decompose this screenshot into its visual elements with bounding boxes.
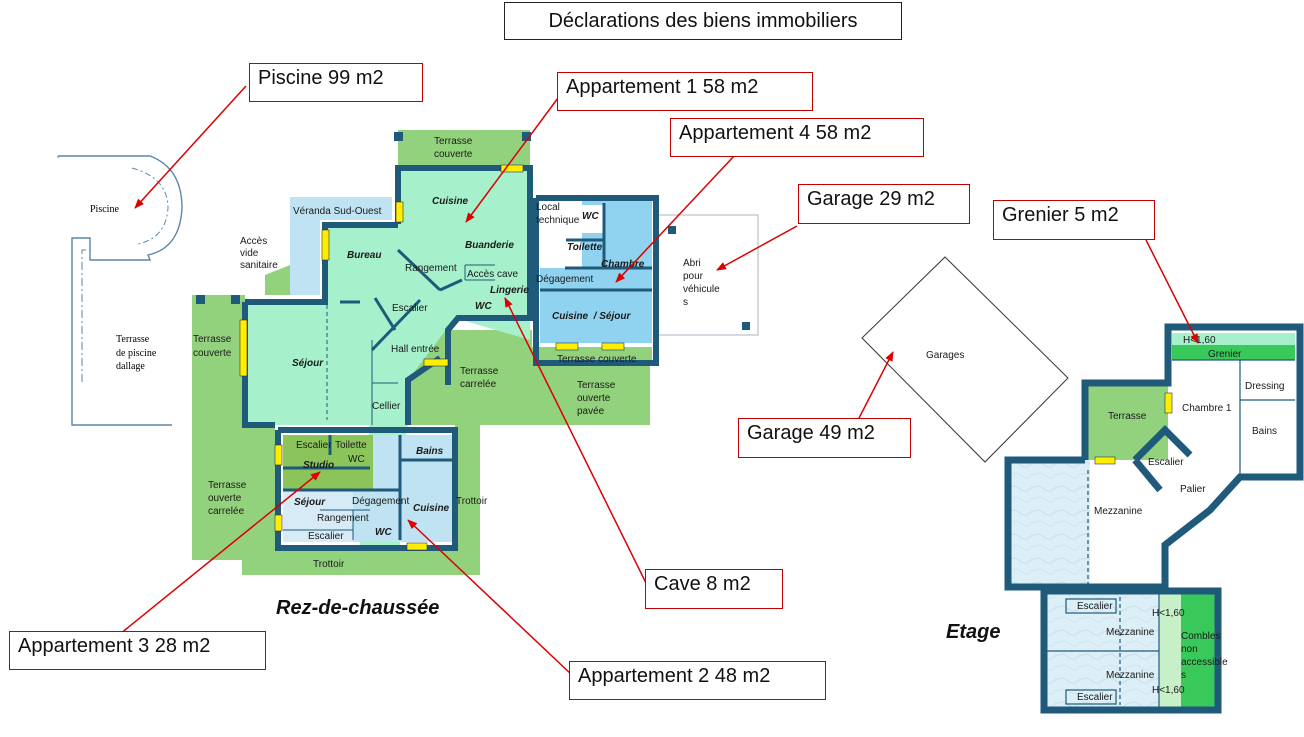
ground-floor-plan: Véranda Sud-Ouest Accès vide sanitaire T… bbox=[192, 130, 759, 575]
room-grenier: Grenier bbox=[1208, 349, 1242, 360]
callout-appartement2: Appartement 2 48 m2 bbox=[569, 661, 826, 700]
pool-terrace-label: Terrasse de piscine dallage bbox=[116, 334, 159, 372]
room-garages: Garages bbox=[926, 350, 964, 361]
room-acces-cave: Accès bbox=[467, 269, 494, 280]
room-chambre-a4: Chambre bbox=[601, 259, 645, 270]
room-combles: Combles non accessible s bbox=[1181, 631, 1230, 681]
page-title: Déclarations des biens immobiliers bbox=[504, 2, 902, 40]
room-abri: Abri pour véhicule s bbox=[683, 258, 722, 308]
callout-garage29: Garage 29 m2 bbox=[798, 184, 970, 224]
arrow-grenier bbox=[1145, 239, 1199, 344]
room-h160-a: H<1,60 bbox=[1152, 608, 1185, 619]
room-cuisine-sejour: Cuisine / Séjour bbox=[552, 311, 631, 322]
room-terrasse-ouverte-carrelee: Terrasse ouverte carrelée bbox=[208, 480, 249, 517]
room-wc-a2: WC bbox=[375, 527, 392, 538]
room-mezzanine-b1: Mezzanine bbox=[1106, 627, 1155, 638]
room-h160-b: H<1,60 bbox=[1152, 685, 1185, 696]
room-trottoir-right: Trottoir bbox=[456, 496, 488, 507]
room-acces-vide: Accès vide sanitaire bbox=[240, 236, 278, 271]
room-terrasse-couverte-left: Terrasse couverte bbox=[193, 334, 234, 359]
callout-cave: Cave 8 m2 bbox=[645, 569, 783, 609]
room-cuisine-a2: Cuisine bbox=[413, 503, 450, 514]
room-dressing: Dressing bbox=[1245, 381, 1284, 392]
arrow-cave bbox=[504, 297, 647, 584]
room-terrasse-couverte-a4: Terrasse couverte bbox=[557, 354, 637, 365]
callout-appartement4: Appartement 4 58 m2 bbox=[670, 118, 924, 157]
pool-label: Piscine bbox=[90, 204, 119, 215]
upper-floor-plan: H<1,60 Grenier Dressing Chambre 1 Bains … bbox=[1004, 323, 1304, 714]
arrow-garage49 bbox=[857, 351, 894, 421]
callout-grenier: Grenier 5 m2 bbox=[993, 200, 1155, 240]
room-buanderie: Buanderie bbox=[465, 240, 514, 251]
room-wc-a3: WC bbox=[348, 454, 365, 465]
room-rangement-a1: Rangement bbox=[405, 263, 457, 274]
arrow-appartement3 bbox=[119, 471, 321, 635]
room-bains-a2: Bains bbox=[416, 446, 444, 457]
room-escalier-et: Escalier bbox=[1148, 457, 1184, 468]
callout-appartement1: Appartement 1 58 m2 bbox=[557, 72, 813, 111]
room-terrasse-ouverte-pavee: Terrasse ouverte pavée bbox=[577, 380, 618, 417]
arrow-appartement1 bbox=[465, 97, 559, 223]
callout-garage49: Garage 49 m2 bbox=[738, 418, 911, 458]
room-degagement-a4: Dégagement bbox=[536, 274, 593, 285]
room-terrasse-couverte-top: Terrasse couverte bbox=[434, 136, 475, 160]
level-label-upper: Etage bbox=[946, 621, 1001, 643]
room-trottoir-bottom: Trottoir bbox=[313, 559, 345, 570]
room-lingerie: Lingerie bbox=[490, 285, 529, 296]
room-wc-a4: WC bbox=[582, 211, 599, 222]
room-escalier-a2: Escalier bbox=[308, 531, 344, 542]
room-studio: Studio bbox=[303, 460, 334, 471]
arrow-piscine bbox=[134, 85, 247, 209]
room-escalier-a1: Escalier bbox=[392, 303, 428, 314]
room-sejour-a3: Séjour bbox=[294, 497, 326, 508]
room-cave: cave bbox=[497, 269, 519, 280]
room-chambre1: Chambre 1 bbox=[1182, 403, 1232, 414]
room-escalier-et3: Escalier bbox=[1077, 692, 1113, 703]
garages-block: Garages bbox=[861, 256, 1069, 463]
arrow-appartement2 bbox=[407, 519, 573, 676]
arrow-appartement4 bbox=[615, 154, 736, 283]
arrow-garage29 bbox=[716, 225, 798, 271]
room-degagement-a2: Dégagement bbox=[352, 496, 409, 507]
room-cellier: Cellier bbox=[372, 401, 401, 412]
callout-piscine: Piscine 99 m2 bbox=[249, 63, 423, 102]
pool-area: Piscine Terrasse de piscine dallage bbox=[57, 155, 183, 426]
room-local-technique: Local technique bbox=[536, 202, 580, 226]
room-bureau: Bureau bbox=[347, 250, 381, 261]
room-cuisine-a1: Cuisine bbox=[432, 196, 469, 207]
room-mezzanine-et: Mezzanine bbox=[1094, 506, 1143, 517]
callout-arrows bbox=[119, 85, 1199, 676]
room-mezzanine-b2: Mezzanine bbox=[1106, 670, 1155, 681]
room-terrasse-carrelee: Terrasse carrelée bbox=[460, 366, 501, 390]
room-wc-a1: WC bbox=[475, 301, 492, 312]
room-sejour-a1: Séjour bbox=[292, 358, 324, 369]
room-toilette-a3: Toilette bbox=[335, 440, 367, 451]
room-h160-top: H<1,60 bbox=[1183, 335, 1216, 346]
callout-appartement3: Appartement 3 28 m2 bbox=[9, 631, 266, 670]
room-escalier-et2: Escalier bbox=[1077, 601, 1113, 612]
room-veranda: Véranda Sud-Ouest bbox=[293, 206, 382, 217]
room-toilette: Toilette bbox=[567, 242, 603, 253]
room-terrasse-et: Terrasse bbox=[1108, 411, 1147, 422]
level-label-ground: Rez-de-chaussée bbox=[276, 597, 440, 619]
room-hall: Hall entrée bbox=[391, 344, 440, 355]
room-escalier-a3: Escalier bbox=[296, 440, 332, 451]
room-rangement-a2: Rangement bbox=[317, 513, 369, 524]
room-palier: Palier bbox=[1180, 484, 1206, 495]
room-bains-et: Bains bbox=[1252, 426, 1277, 437]
